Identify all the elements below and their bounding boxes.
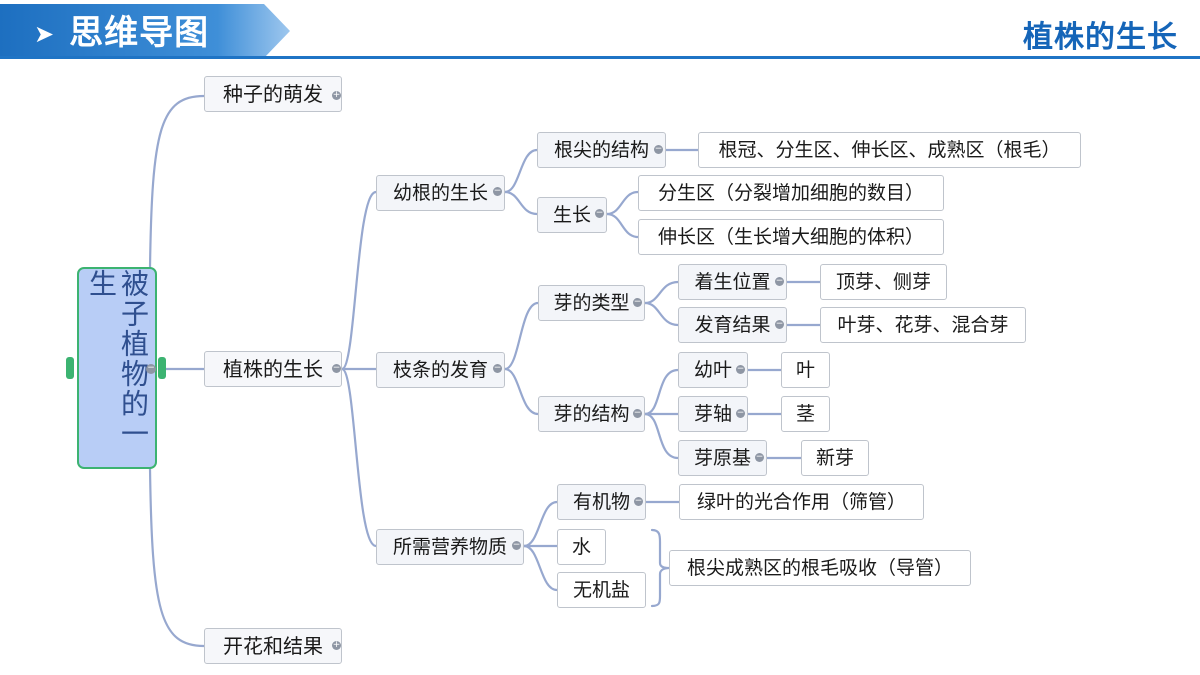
node-plant-growth[interactable]: 植株的生长 [204, 351, 342, 387]
link-root-seed [148, 94, 206, 270]
expand-icon[interactable]: + [332, 640, 341, 650]
summary-brace [650, 528, 670, 608]
node-shoot-development[interactable]: 枝条的发育 [376, 352, 505, 388]
collapse-icon[interactable]: − [775, 319, 784, 329]
collapse-icon[interactable]: − [146, 363, 156, 374]
collapse-icon[interactable]: − [493, 186, 502, 196]
node-meristem-zone[interactable]: 分生区（分裂增加细胞的数目） [638, 175, 944, 211]
expand-icon[interactable]: + [332, 90, 341, 100]
link-radicle-grow [503, 190, 539, 216]
node-elongation-zone[interactable]: 伸长区（生长增大细胞的体积） [638, 219, 944, 255]
link-radicle-roottip [503, 148, 539, 194]
node-new-bud[interactable]: 新芽 [801, 440, 869, 476]
collapse-icon[interactable]: − [512, 540, 521, 550]
link-shoot-budstructure [503, 367, 540, 416]
collapse-icon[interactable]: − [633, 297, 642, 307]
collapse-icon[interactable]: − [736, 408, 745, 418]
collapse-icon[interactable]: − [493, 363, 502, 373]
collapse-icon[interactable]: − [595, 208, 604, 218]
left-handle[interactable] [66, 357, 74, 379]
link-budtype-result [643, 301, 680, 327]
link-grow-meristem [605, 190, 640, 216]
node-root-tip-detail[interactable]: 根冠、分生区、伸长区、成熟区（根毛） [698, 132, 1081, 168]
node-leaf[interactable]: 叶 [781, 352, 830, 388]
node-young-leaf[interactable]: 幼叶 [678, 352, 748, 388]
node-development-result[interactable]: 发育结果 [678, 307, 787, 343]
node-water[interactable]: 水 [557, 529, 606, 565]
node-bud-primordium[interactable]: 芽原基 [678, 440, 767, 476]
node-root-tip-structure[interactable]: 根尖的结构 [537, 132, 666, 168]
link-root-flower [148, 466, 206, 648]
node-result-detail[interactable]: 叶芽、花芽、混合芽 [820, 307, 1026, 343]
link-nutrients-minerals [522, 544, 559, 592]
node-position-detail[interactable]: 顶芽、侧芽 [820, 264, 947, 300]
section-title-text: 思维导图 [69, 13, 210, 53]
root-node[interactable]: 被子植物的一生 [77, 267, 157, 469]
link-budtype-position [643, 280, 680, 305]
collapse-icon[interactable]: − [654, 144, 663, 154]
collapse-icon[interactable]: − [755, 452, 764, 462]
link-nutrients-organic [522, 500, 559, 548]
node-seed-germination[interactable]: 种子的萌发 [204, 76, 342, 112]
header-divider [0, 56, 1200, 59]
link-budstructure-youngleaf [643, 368, 680, 416]
node-bud-structure[interactable]: 芽的结构 [538, 396, 645, 432]
node-radicle-growth[interactable]: 幼根的生长 [376, 175, 505, 211]
collapse-icon[interactable]: − [775, 276, 784, 286]
node-stem[interactable]: 茎 [781, 396, 830, 432]
node-nutrients[interactable]: 所需营养物质 [376, 529, 524, 565]
collapse-icon[interactable]: − [332, 363, 341, 373]
link-shoot-budtype [503, 301, 540, 371]
node-bud-type[interactable]: 芽的类型 [538, 285, 645, 321]
link-growth-nutrients [340, 367, 378, 548]
arrow-right-icon: ➤ [34, 20, 56, 48]
section-title: ➤ 思维导图 [34, 8, 209, 58]
link-growth-radicle [340, 190, 378, 371]
collapse-icon[interactable]: − [634, 496, 643, 506]
node-organic-matter[interactable]: 有机物 [557, 484, 646, 520]
topic-title: 植株的生长 [1023, 20, 1178, 55]
header-banner [0, 4, 290, 58]
node-minerals[interactable]: 无机盐 [557, 572, 646, 608]
node-organic-detail[interactable]: 绿叶的光合作用（筛管） [679, 484, 924, 520]
node-flower-fruit[interactable]: 开花和结果 [204, 628, 342, 664]
collapse-icon[interactable]: − [736, 364, 745, 374]
node-position[interactable]: 着生位置 [678, 264, 787, 300]
root-label: 被子植物的一生 [85, 269, 150, 449]
link-budstructure-primordium [643, 412, 680, 460]
node-absorb-detail[interactable]: 根尖成熟区的根毛吸收（导管） [669, 550, 971, 586]
link-grow-elongation [605, 212, 640, 239]
collapse-icon[interactable]: − [633, 408, 642, 418]
right-handle[interactable] [158, 357, 166, 379]
